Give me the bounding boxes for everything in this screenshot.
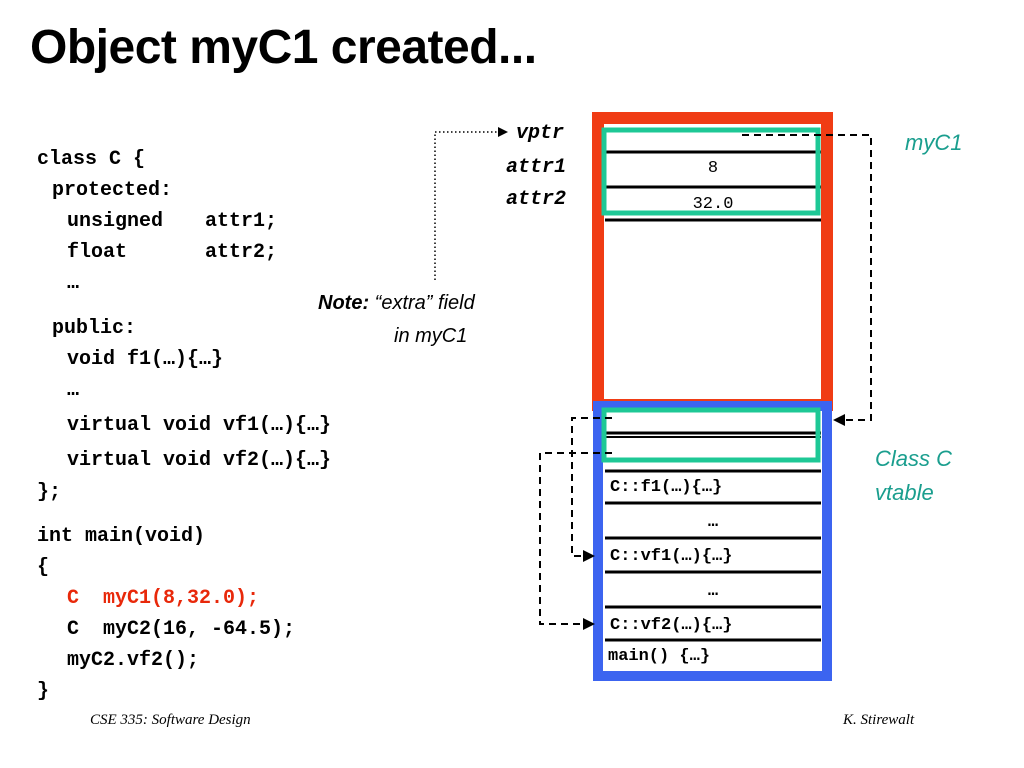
page-title: Object myC1 created... xyxy=(30,21,537,74)
vtable-vf1-arrowhead xyxy=(583,550,595,562)
code-open-brace: { xyxy=(37,556,50,579)
code-call-line: myC2.vf2(); xyxy=(67,649,200,672)
code-ellipsis-1: … xyxy=(67,272,80,295)
vtable-label-line-2: vtable xyxy=(875,480,934,505)
label-vptr: vptr xyxy=(516,122,565,145)
note-line-2: in myC1 xyxy=(394,325,468,347)
vtable-entry-vf2: C::vf2(…){…} xyxy=(610,616,733,635)
code-protected: protected: xyxy=(52,179,173,202)
code-class-end: }; xyxy=(37,481,62,504)
code-main-decl: int main(void) xyxy=(37,525,206,548)
vtable-entry-ellipsis-1: … xyxy=(707,513,719,532)
note-text-1: “extra” field xyxy=(369,292,475,314)
vptr-arrow-line xyxy=(742,134,872,421)
code-f1-decl: void f1(…){…} xyxy=(67,348,224,371)
code-vf2-decl: virtual void vf2(…){…} xyxy=(67,449,332,472)
attr1-value: 8 xyxy=(707,159,719,178)
footer-course: CSE 335: Software Design xyxy=(90,712,251,728)
vtable-entry-f1: C::f1(…){…} xyxy=(610,478,723,497)
code-attr1-decl: attr1; xyxy=(205,210,278,233)
vtable-vf2-arrow-line xyxy=(539,452,612,625)
code-ellipsis-2: … xyxy=(67,379,80,402)
footer-author: K. Stirewalt xyxy=(843,712,915,728)
vtable-vf1-arrow-line xyxy=(571,417,612,557)
code-unsigned-kw: unsigned xyxy=(67,210,164,233)
vtable-entry-main: main() {…} xyxy=(608,647,711,666)
vtable-box xyxy=(593,401,832,681)
note-pointer-arrowhead xyxy=(498,127,508,137)
code-float-kw: float xyxy=(67,241,128,264)
code-myc1-line: C myC1(8,32.0); xyxy=(67,587,260,610)
vptr-arrowhead xyxy=(833,414,845,426)
code-attr2-decl: attr2; xyxy=(205,241,278,264)
code-myc2-line: C myC2(16, -64.5); xyxy=(67,618,296,641)
note-line-1: Note: “extra” field xyxy=(318,292,475,315)
vtable-vf2-arrowhead xyxy=(583,618,595,630)
note-bold: Note: xyxy=(318,292,370,314)
code-public: public: xyxy=(52,317,137,340)
vtable-entry-ellipsis-2: … xyxy=(707,582,719,601)
object-fields-highlight xyxy=(601,127,821,216)
attr2-value: 32.0 xyxy=(692,195,734,214)
vtable-label-line-1: Class C xyxy=(875,446,953,471)
label-attr1: attr1 xyxy=(506,156,567,179)
label-attr2: attr2 xyxy=(506,188,567,211)
code-close-brace: } xyxy=(37,680,50,703)
code-vf1-decl: virtual void vf1(…){…} xyxy=(67,414,332,437)
note-pointer-line xyxy=(434,131,498,280)
vtable-entry-vf1: C::vf1(…){…} xyxy=(610,547,733,566)
object-name-label: myC1 xyxy=(905,130,963,155)
code-class-decl: class C { xyxy=(37,148,146,171)
vtable-extra-highlight xyxy=(601,407,821,463)
